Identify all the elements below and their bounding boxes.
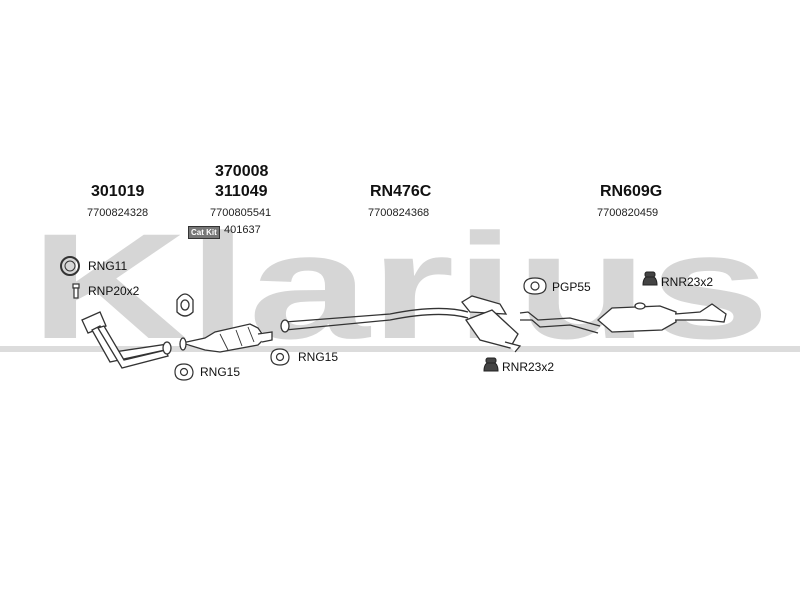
watermark: Klarius: [0, 202, 800, 370]
part-number-370008: 370008: [215, 163, 269, 180]
part-number-301019: 301019: [91, 183, 145, 200]
rear-silencer-drawing: [519, 302, 727, 334]
part-number-rn609g: RN609G: [600, 183, 663, 200]
front-pipe-drawing: [81, 311, 172, 369]
fitting-label-rnr23x2: RNR23x2: [661, 275, 714, 289]
oem-number: 7700805541: [210, 207, 272, 219]
fitting-label-pgp55: PGP55: [552, 280, 591, 294]
fitting-label-rng11: RNG11: [88, 259, 128, 273]
cat-kit-number: 401637: [224, 224, 261, 236]
rubber-mount-icon: [642, 271, 658, 286]
rubber-mount-icon: [483, 357, 499, 372]
catalyst-drawing: [179, 323, 273, 353]
cat-kit-badge: Cat Kit: [188, 226, 220, 239]
centre-silencer-drawing: [461, 295, 522, 353]
fitting-label-rnr23x2: RNR23x2: [502, 360, 555, 374]
cat-gasket-drawing: [176, 293, 194, 317]
bolt-icon: [72, 283, 80, 299]
oem-number: 7700824368: [368, 207, 430, 219]
flange-gasket-icon: [174, 363, 194, 381]
clamp-gasket-icon: [523, 277, 547, 295]
oem-number: 7700820459: [597, 207, 659, 219]
middle-pipe-drawing: [280, 307, 469, 333]
fitting-label-rnp20x2: RNP20x2: [88, 284, 140, 298]
part-number-rn476c: RN476C: [370, 183, 432, 200]
part-number-311049: 311049: [215, 183, 268, 200]
flange-gasket-icon: [270, 348, 290, 366]
fitting-label-rng15: RNG15: [298, 350, 339, 364]
oem-number: 7700824328: [87, 207, 149, 219]
watermark-text: Klarius: [30, 202, 770, 370]
ring-gasket-icon: [60, 256, 80, 276]
fitting-label-rng15: RNG15: [200, 365, 241, 379]
